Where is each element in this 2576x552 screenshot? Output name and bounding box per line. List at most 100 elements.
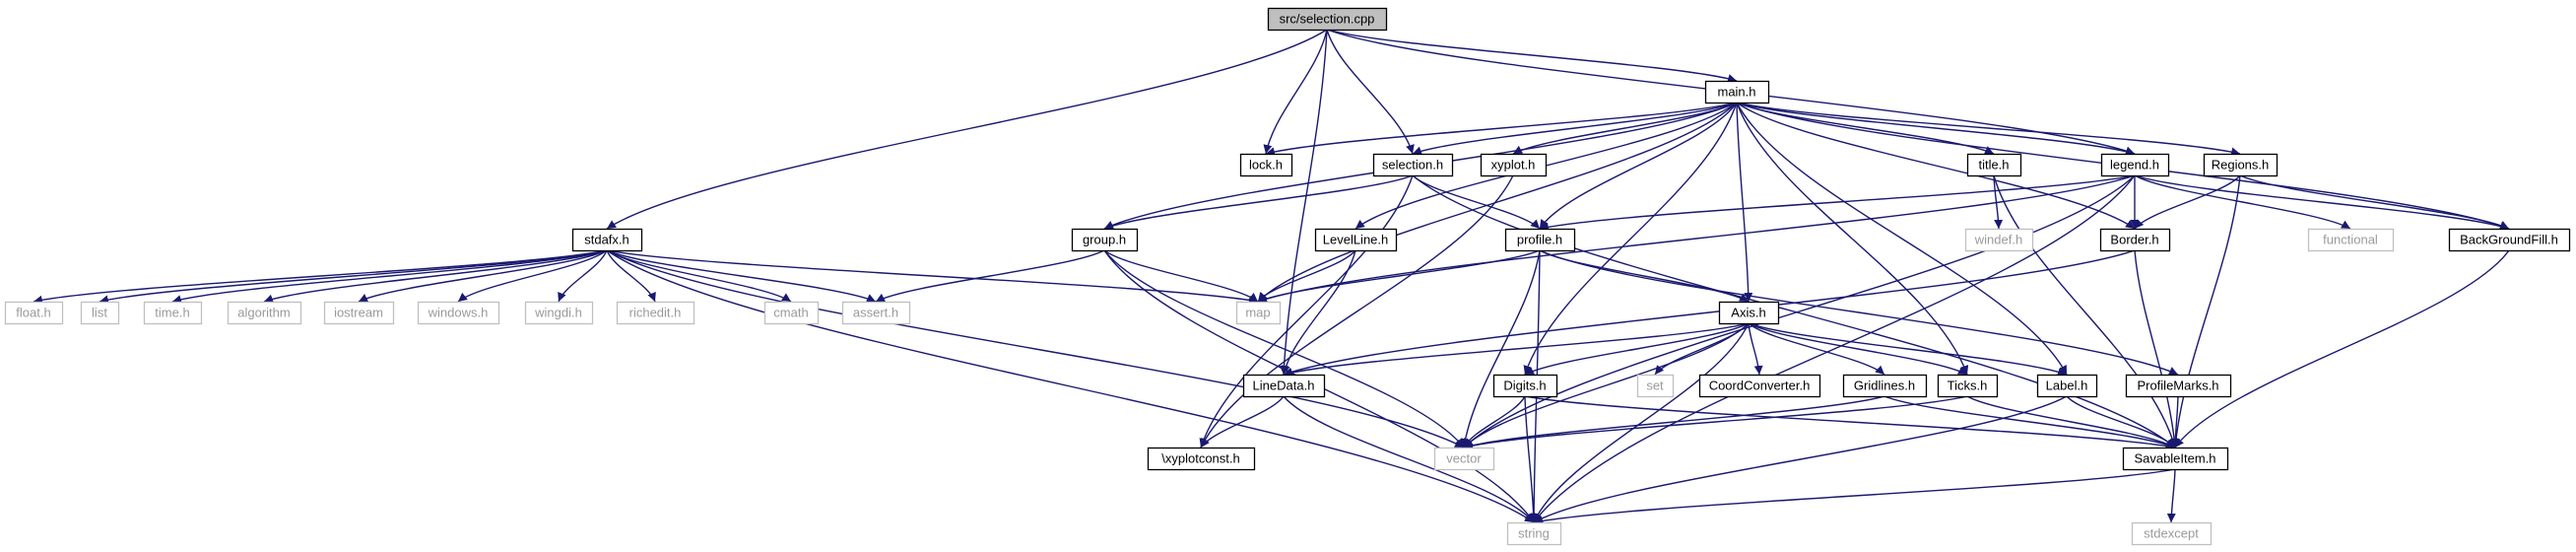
edge-regions_h-to-savableitem_h xyxy=(2171,174,2241,448)
edge-stdafx_h-to-string xyxy=(606,249,1535,523)
node-savableitem-h[interactable]: SavableItem.h xyxy=(2122,447,2229,471)
edge-arrow xyxy=(606,249,656,303)
edge-arrow xyxy=(1257,174,2136,304)
edge-arrow xyxy=(1736,102,2241,157)
node-coordconverter-h[interactable]: CoordConverter.h xyxy=(1698,374,1821,398)
node-box xyxy=(1964,228,2034,252)
node-xyplotconst-h[interactable]: \xyplotconst.h xyxy=(1147,447,1256,471)
edge-arrow xyxy=(606,249,1535,523)
edge-axis_h-to-vector xyxy=(1463,322,1750,448)
edge-legend_h-to-profile_h xyxy=(1539,174,2136,232)
node-string: string xyxy=(1506,521,1562,546)
edge-arrow xyxy=(1200,395,1285,448)
edge-arrow xyxy=(1326,29,1738,83)
node-box xyxy=(1480,153,1548,177)
edge-arrow xyxy=(1533,395,2068,523)
node-legend-h[interactable]: legend.h xyxy=(2100,153,2170,177)
edge-arrow xyxy=(606,249,877,303)
node-box xyxy=(1372,153,1454,177)
edge-arrow xyxy=(1281,249,1356,376)
node-digits-h[interactable]: Digits.h xyxy=(1492,374,1558,398)
node-richedit-h: richedit.h xyxy=(616,301,695,325)
node-profile-h[interactable]: profile.h xyxy=(1504,228,1576,252)
node-profilemarks-h[interactable]: ProfileMarks.h xyxy=(2125,374,2232,398)
node-group-h[interactable]: group.h xyxy=(1071,228,1139,252)
node-axis-h[interactable]: Axis.h xyxy=(1718,301,1780,325)
edge-arrow xyxy=(1539,174,2136,232)
edge-arrow xyxy=(606,249,1465,448)
edge-arrow xyxy=(1533,174,2136,523)
node-stdafx-h[interactable]: stdafx.h xyxy=(571,228,643,252)
edge-arrow xyxy=(1993,174,2177,448)
node-label: windows.h xyxy=(428,306,489,320)
node-ticks-h[interactable]: Ticks.h xyxy=(1937,374,1999,398)
node-title-h[interactable]: title.h xyxy=(1966,153,2022,177)
node-label: iostream xyxy=(334,306,383,320)
edge-ticks_h-to-savableitem_h xyxy=(1966,395,2176,448)
node-backgroundfill-h[interactable]: BackGroundFill.h xyxy=(2448,228,2571,252)
node-label: title.h xyxy=(1978,158,2009,172)
node-gridlines-h[interactable]: Gridlines.h xyxy=(1842,374,1928,398)
edge-arrow xyxy=(1523,102,1738,376)
edge-arrow xyxy=(1200,174,1514,448)
node-cmath: cmath xyxy=(763,301,820,325)
edge-arrow xyxy=(1283,395,1535,523)
node-border-h[interactable]: Border.h xyxy=(2099,228,2171,252)
node-box xyxy=(1842,374,1928,398)
edge-axis_h-to-digits_h xyxy=(1524,322,1750,376)
edge-title_h-to-savableitem_h xyxy=(1993,174,2177,448)
node-box xyxy=(2131,521,2213,546)
node-label: BackGroundFill.h xyxy=(2460,233,2558,247)
edge-legend_h-to-functional xyxy=(2134,174,2351,230)
edge-arrow xyxy=(1736,102,2136,230)
node-label: assert.h xyxy=(853,306,898,320)
node-selection-h[interactable]: selection.h xyxy=(1372,153,1454,177)
edge-main_h-to-label_h xyxy=(1736,102,2068,376)
node-box xyxy=(1698,374,1821,398)
edge-legend_h-to-map xyxy=(1257,174,2136,304)
node-xyplot-h[interactable]: xyplot.h xyxy=(1480,153,1548,177)
node-label-h[interactable]: Label.h xyxy=(2036,374,2098,398)
edge-gridlines_h-to-vector xyxy=(1463,395,1885,449)
node-box xyxy=(1235,301,1282,325)
node-label: xyplot.h xyxy=(1491,158,1536,172)
node-box xyxy=(2036,374,2098,398)
edge-arrow xyxy=(1463,322,1750,448)
edge-profile_h-to-map xyxy=(1257,249,1541,303)
edge-legend_h-to-backgroundfill_h xyxy=(2134,174,2510,231)
edge-profile_h-to-profilemarks_h xyxy=(1539,249,2179,376)
node-box xyxy=(1937,374,1999,398)
edge-ticks_h-to-vector xyxy=(1463,395,1968,450)
edge-main_h-to-profile_h xyxy=(1539,102,1738,230)
edge-arrow xyxy=(1283,249,2136,377)
node-box xyxy=(1966,153,2022,177)
node-levelline-h[interactable]: LevelLine.h xyxy=(1314,228,1398,252)
node-label: lock.h xyxy=(1249,158,1283,172)
edge-profilemarks_h-to-savableitem_h xyxy=(2170,395,2180,448)
node-stdexcept: stdexcept xyxy=(2131,521,2213,546)
edge-stdafx_h-to-iostream xyxy=(358,249,608,303)
node-main-h[interactable]: main.h xyxy=(1704,80,1770,104)
node-label: ProfileMarks.h xyxy=(2137,379,2218,393)
edge-arrow xyxy=(1279,29,1328,376)
edge-stdafx_h-to-map xyxy=(606,249,1259,305)
node-linedata-h[interactable]: LineData.h xyxy=(1242,374,1326,398)
node-label: wingdi.h xyxy=(534,306,582,320)
edge-main_h-to-border_h xyxy=(1736,102,2136,230)
node-selection-cpp[interactable]: src/selection.cpp xyxy=(1267,7,1388,32)
node-regions-h[interactable]: Regions.h xyxy=(2203,153,2279,177)
node-label: map xyxy=(1245,306,1270,320)
node-label: richedit.h xyxy=(629,306,682,320)
edge-arrow xyxy=(558,249,608,303)
edge-arrow xyxy=(1748,322,1763,376)
node-lock-h[interactable]: lock.h xyxy=(1239,153,1293,177)
edge-stdafx_h-to-algorithm xyxy=(263,249,608,304)
node-label: algorithm xyxy=(237,306,290,320)
edge-arrow xyxy=(1736,102,1753,303)
node-label: group.h xyxy=(1083,233,1126,247)
edge-arrow xyxy=(1263,29,1328,155)
node-box xyxy=(841,301,911,325)
node-box xyxy=(417,301,500,325)
edge-arrow xyxy=(2171,174,2241,448)
edge-arrow xyxy=(1463,174,2136,448)
